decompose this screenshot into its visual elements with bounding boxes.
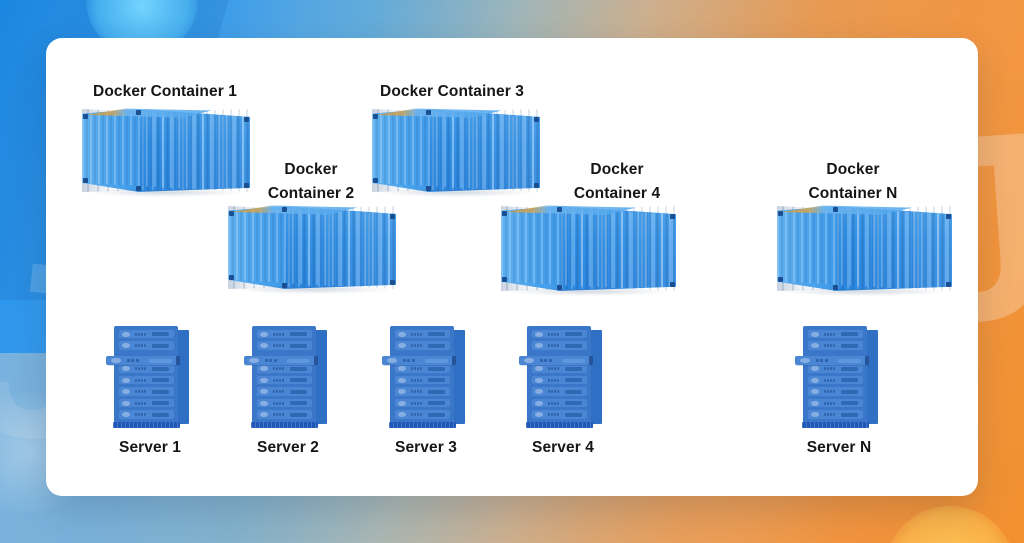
server-drawer[interactable]	[106, 356, 179, 366]
container-n-label: Docker Container N	[808, 161, 898, 202]
server-n-icon[interactable]	[795, 326, 878, 428]
server-2-label: Server 2	[257, 439, 319, 456]
container-3-label: Docker Container 3	[380, 83, 524, 100]
container-1-label: Docker Container 1	[93, 83, 237, 100]
container-4-label: Docker Container 4	[573, 161, 661, 202]
server-3-label: Server 3	[395, 439, 457, 456]
container-n-icon[interactable]	[777, 205, 952, 296]
server-drawer[interactable]	[382, 356, 455, 366]
container-2-icon[interactable]	[228, 205, 396, 294]
container-2-label: Docker Container 2	[267, 161, 355, 202]
container-1-icon[interactable]	[82, 108, 250, 197]
server-3-icon[interactable]	[382, 326, 465, 428]
server-drawer[interactable]	[244, 356, 317, 366]
container-3-icon[interactable]	[372, 108, 540, 197]
server-1-icon[interactable]	[106, 326, 189, 428]
server-n-label: Server N	[806, 439, 872, 456]
server-drawer[interactable]	[519, 356, 592, 366]
server-drawer[interactable]	[795, 356, 868, 366]
diagram-card: Docker Container 1 Docker Container 2 Do…	[46, 38, 978, 496]
server-2-icon[interactable]	[244, 326, 327, 428]
server-4-label: Server 4	[532, 439, 594, 456]
server-4-icon[interactable]	[519, 326, 602, 428]
server-1-label: Server 1	[119, 439, 181, 456]
container-4-icon[interactable]	[501, 205, 676, 296]
